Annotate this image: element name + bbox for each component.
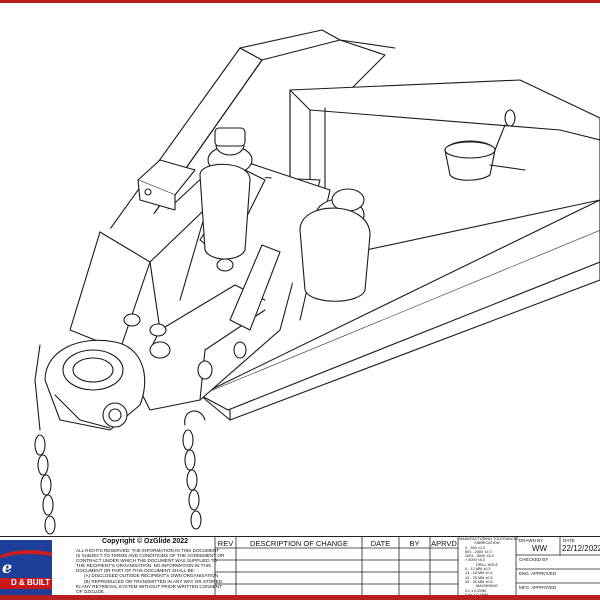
logo-band-text: D & BUILT	[11, 578, 50, 587]
machining-heading: MACHINING	[476, 584, 498, 589]
cylinders	[199, 127, 371, 302]
bottom-border	[0, 595, 600, 600]
logo-band: D & BUILT	[0, 578, 52, 589]
mfg-approved-label: MFG. APPROVED	[519, 585, 557, 590]
tolerance-row: 13 - 18 MM ±0.4	[465, 571, 493, 576]
eng-approved-label: ENG. APPROVED	[519, 571, 557, 576]
copyright-line: (B) REPRODUCED OR TRANSMITTED IN ANY WAY…	[84, 578, 222, 584]
tolerance-row: 0.x ± 0.2MM	[465, 588, 486, 593]
top-border	[0, 0, 600, 3]
copyright-line: ALL RIGHTS RESERVED. THE INFORMATION IN …	[76, 548, 220, 553]
cross-member-channel	[289, 79, 600, 263]
copyright-line: DOCUMENT OR PART OF THIS DOCUMENT SHALL …	[76, 568, 196, 574]
lower-drawbar-beam	[199, 199, 600, 421]
copyright-notice: Copyright © OzGlide 2022 ALL RIGHTS RESE…	[76, 538, 225, 594]
title-block: REV DESCRIPTION OF CHANGE DATE BY APRVD …	[0, 536, 600, 597]
tolerances-table: MANUFACTURING TOLERANCES FABRICATION 0 -…	[459, 537, 519, 597]
tolerance-row: > 5000 ±5.0	[465, 558, 486, 563]
bolts	[123, 258, 247, 380]
tolerance-row: 19 - 25 MM ±0.5	[465, 575, 493, 580]
tolerance-row: 2001 - 5000 ±3.0	[465, 554, 494, 559]
checked-by-label: CHECKED BY	[519, 557, 549, 562]
copyright-line: IN ANY RETRIEVAL SYSTEM WITHOUT PRIOR WR…	[76, 583, 222, 589]
date-label: DATE	[563, 538, 575, 543]
technical-drawing	[34, 29, 600, 535]
tolerance-row: 0.0x ± 0.1MM	[459, 593, 515, 597]
logo-swoosh	[0, 550, 52, 584]
fabrication-heading: FABRICATION	[474, 541, 500, 546]
description-header: DESCRIPTION OF CHANGE	[250, 539, 348, 548]
copyright-body: ALL RIGHTS RESERVED. THE INFORMATION IN …	[76, 548, 225, 594]
safety-chains	[34, 344, 206, 535]
junction-box	[137, 159, 196, 211]
copyright-line: IS SUBJECT TO TERMS AND CONDITIONS OF TH…	[76, 553, 225, 559]
date-value: 22/12/2022	[562, 544, 600, 553]
copyright-line: OF OZGLIDE.	[76, 588, 106, 594]
date-header: DATE	[370, 539, 391, 548]
coupling-head	[44, 339, 146, 431]
by-header: BY	[409, 539, 420, 548]
tolerance-row: 501 - 2000 ±2.0	[465, 549, 492, 554]
copyright-line: THE RECIPIENT'S ORGANISATION. NO INFORMA…	[76, 563, 212, 569]
tolerance-row: 0 - 500 ±1.0	[465, 545, 486, 550]
tolerance-row: 0 - 12 MM ±0.3	[465, 567, 491, 572]
drawn-by-label: DRAWN BY	[519, 538, 544, 543]
tolerances-heading: MANUFACTURING TOLERANCES	[459, 537, 519, 541]
title-block-grid	[214, 537, 600, 597]
logo-script: e	[2, 558, 13, 577]
copyright-line: (A) DISCLOSED OUTSIDE RECIPIENT'S OWN OR…	[84, 573, 219, 579]
company-logo: e D & BUILT	[0, 540, 52, 595]
drill-heading: DRILL HOLE	[475, 562, 498, 567]
copyright-title: Copyright © OzGlide 2022	[101, 538, 189, 545]
drawn-by-value: WW	[532, 544, 548, 553]
aprvd-header: APRVD	[431, 539, 457, 548]
tolerance-row: 25 - 30 MM ±0.6	[465, 579, 493, 584]
copyright-line: CONTRACT UNDER WHICH THE DOCUMENT WAS SU…	[76, 558, 218, 564]
jack-handle	[444, 109, 526, 181]
rev-header: REV	[217, 539, 234, 548]
